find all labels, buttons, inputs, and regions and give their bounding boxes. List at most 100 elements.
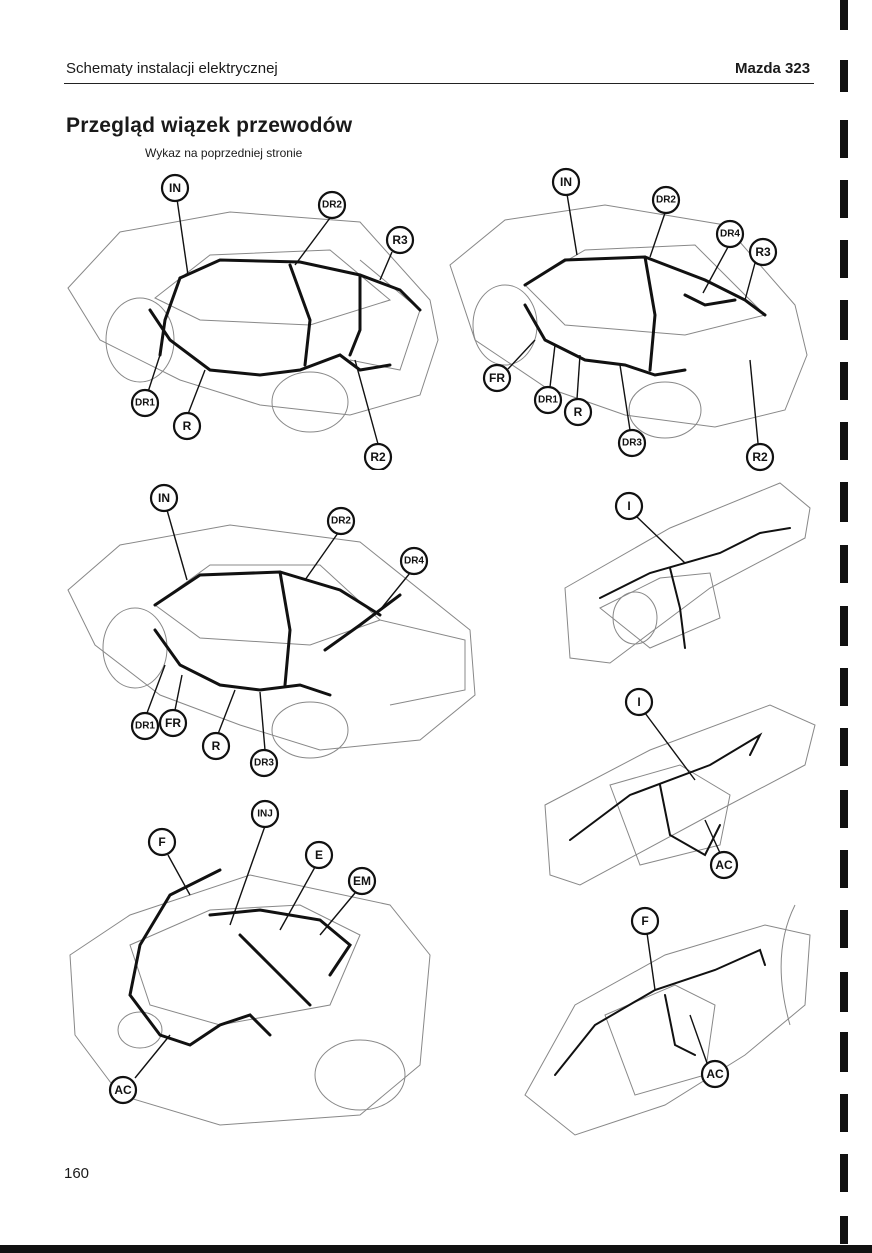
- svg-text:DR2: DR2: [656, 195, 676, 206]
- callout-dr3: DR3: [617, 428, 647, 458]
- svg-text:AC: AC: [715, 858, 733, 872]
- svg-text:R3: R3: [392, 233, 408, 247]
- bottom-edge-bar: [0, 1245, 872, 1253]
- callout-dr2: DR2: [651, 185, 681, 215]
- leader-line: [646, 932, 656, 991]
- callout-dr2: DR2: [317, 190, 347, 220]
- callout-ac: AC: [709, 850, 739, 880]
- leader-line: [644, 712, 696, 781]
- header-section-title: Schematy instalacji elektrycznej: [66, 60, 278, 77]
- callout-dr3: DR3: [249, 748, 279, 778]
- callout-inj: INJ: [250, 799, 280, 829]
- callout-dr4: DR4: [399, 546, 429, 576]
- svg-text:INJ: INJ: [257, 809, 273, 820]
- figure-dashboard-3: F AC: [524, 904, 811, 1136]
- callout-in: IN: [160, 173, 190, 203]
- wire-harness: [523, 255, 767, 377]
- callout-i: I: [624, 687, 654, 717]
- thumb-mark: [840, 545, 848, 583]
- callout-e: E: [304, 840, 334, 870]
- wire-harness: [153, 570, 402, 697]
- callout-in: IN: [551, 167, 581, 197]
- leader-line: [704, 819, 721, 854]
- thumb-mark: [840, 790, 848, 828]
- svg-text:I: I: [637, 695, 640, 709]
- thumb-mark: [840, 482, 848, 522]
- page-subtitle: Wykaz na poprzedniej stronie: [145, 146, 303, 160]
- thumb-mark: [840, 1094, 848, 1132]
- svg-text:IN: IN: [169, 181, 181, 195]
- thumb-mark: [840, 180, 848, 218]
- leader-line: [635, 515, 686, 564]
- leader-line: [689, 1014, 708, 1064]
- figure-engine-bay: INJ F E EM AC: [69, 799, 431, 1126]
- svg-text:E: E: [315, 848, 323, 862]
- callout-ac: AC: [108, 1075, 138, 1105]
- thumb-mark: [840, 1216, 848, 1244]
- svg-text:IN: IN: [158, 491, 170, 505]
- thumb-mark: [840, 0, 848, 30]
- wire-harness: [569, 732, 763, 857]
- svg-text:R2: R2: [370, 450, 386, 464]
- figure-liftback: IN DR2 DR4 R3 FR DR1 R DR3 R2: [449, 167, 808, 472]
- thumb-mark: [840, 240, 848, 278]
- dashboard-outline: [544, 704, 816, 886]
- engine-bay-outline: [69, 874, 431, 1126]
- svg-text:DR2: DR2: [331, 516, 351, 527]
- thumb-mark: [840, 668, 848, 706]
- leader-lines: [146, 509, 411, 751]
- svg-text:DR1: DR1: [135, 721, 155, 732]
- svg-text:AC: AC: [114, 1083, 132, 1097]
- thumb-mark: [840, 60, 848, 92]
- page-number: 160: [64, 1165, 90, 1182]
- callout-r2: R2: [363, 442, 393, 470]
- svg-text:R: R: [183, 419, 192, 433]
- svg-text:EM: EM: [353, 874, 371, 888]
- header-rule: [64, 83, 814, 84]
- car-outline: [67, 524, 476, 759]
- figure-dashboard-1: I: [564, 482, 811, 664]
- callout-i: I: [614, 491, 644, 521]
- svg-text:FR: FR: [489, 371, 505, 385]
- svg-text:IN: IN: [560, 175, 572, 189]
- svg-text:AC: AC: [706, 1067, 724, 1081]
- svg-text:F: F: [641, 914, 648, 928]
- callout-dr1: DR1: [130, 388, 160, 418]
- callout-fr: FR: [482, 363, 512, 393]
- figure-sedan: IN DR2 DR4 DR1 FR R DR3: [67, 483, 476, 778]
- thumb-mark: [840, 606, 848, 646]
- svg-text:DR4: DR4: [404, 556, 424, 567]
- thumb-mark: [840, 422, 848, 460]
- header-model: Mazda 323: [735, 60, 811, 77]
- thumb-mark: [840, 850, 848, 888]
- callout-r3: R3: [385, 225, 415, 255]
- callout-dr1: DR1: [130, 711, 160, 741]
- margin-thumb-marks: [830, 0, 854, 1253]
- svg-text:R: R: [574, 405, 583, 419]
- thumb-mark: [840, 1032, 848, 1072]
- leader-lines: [147, 198, 393, 445]
- svg-text:R2: R2: [752, 450, 768, 464]
- callout-r: R: [563, 397, 593, 427]
- svg-text:FR: FR: [165, 716, 181, 730]
- svg-text:DR1: DR1: [135, 398, 155, 409]
- thumb-mark: [840, 1154, 848, 1192]
- svg-text:DR4: DR4: [720, 229, 740, 240]
- thumb-mark: [840, 728, 848, 766]
- callout-ac: AC: [700, 1059, 730, 1089]
- svg-text:DR1: DR1: [538, 395, 558, 406]
- callout-in: IN: [149, 483, 179, 513]
- leader-lines: [134, 825, 356, 1079]
- wire-harness: [128, 868, 352, 1047]
- wire-harness: [148, 258, 422, 377]
- callout-dr1: DR1: [533, 385, 563, 415]
- svg-text:DR2: DR2: [322, 200, 342, 211]
- wire-harness: [554, 948, 766, 1076]
- dashboard-outline: [524, 904, 811, 1136]
- leader-lines: [507, 193, 759, 444]
- page-title: Przegląd wiązek przewodów: [66, 114, 353, 137]
- svg-text:DR3: DR3: [622, 438, 642, 449]
- svg-text:R: R: [212, 739, 221, 753]
- figure-dashboard-2: I AC: [544, 687, 816, 886]
- callout-dr4: DR4: [715, 219, 745, 249]
